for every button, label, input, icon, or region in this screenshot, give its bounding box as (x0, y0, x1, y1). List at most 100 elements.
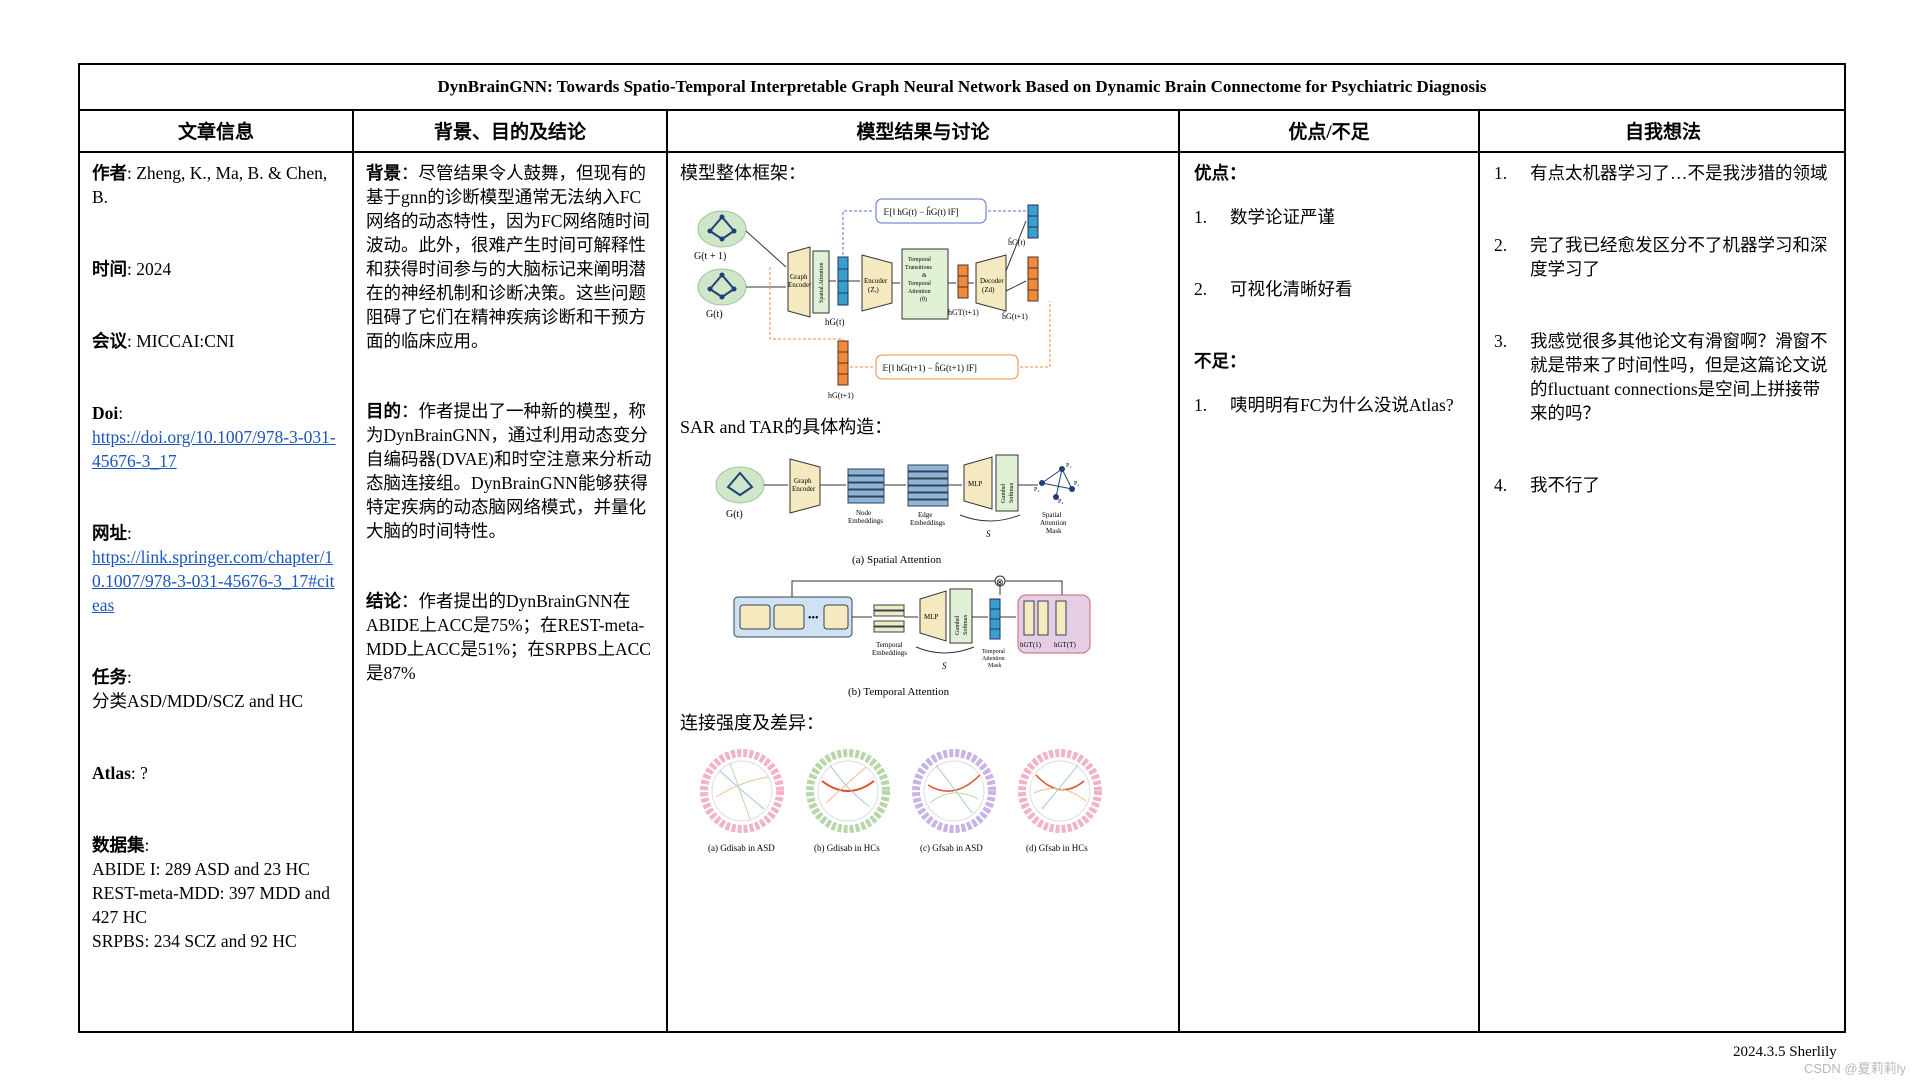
dataset-item: REST-meta-MDD: 397 MDD and 427 HC (92, 883, 331, 927)
list-text: 有点太机器学习了…不是我涉猎的领域 (1530, 163, 1828, 183)
g-t-label: G(t) (706, 309, 723, 320)
temp-emb-label: Temporal (876, 641, 903, 649)
graph-encoder-label: Encoder (792, 485, 816, 493)
s-label: S (986, 529, 991, 539)
circle-caption: (a) Gdisab in ASD (708, 843, 775, 853)
header-background: 背景、目的及结论 (433, 121, 586, 143)
mask-label: Mask (1046, 527, 1062, 535)
p-label: P₂ (1074, 481, 1079, 487)
output-bar (1037, 600, 1049, 636)
graph-encoder-block (787, 246, 811, 318)
temp-emb-label: Embeddings (872, 649, 907, 657)
task-colon: : (127, 667, 132, 687)
output-bar (1055, 600, 1067, 636)
atlas-label: Atlas (92, 763, 131, 783)
cons-title: 不足： (1194, 351, 1247, 371)
header-pros-cons: 优点/不足 (1288, 121, 1370, 143)
list-item: 1.咦明明有FC为什么没说Atlas? (1194, 393, 1464, 417)
s-brace (959, 514, 1021, 522)
doi-label: Doi (92, 403, 119, 423)
graph-encoder-label: Encoder (788, 281, 812, 289)
pros-cons-cell: 优点： 1.数学论证严谨 2.可视化清晰好看 不足： 1.咦明明有FC为什么没说… (1180, 153, 1478, 1031)
g-t-plus-1-label: G(t + 1) (694, 251, 726, 262)
circle-caption: (c) Gfsab in ASD (920, 843, 983, 853)
list-item: 2.完了我已经愈发区分不了机器学习和深度学习了 (1494, 233, 1832, 281)
spatial-attention-block (812, 250, 830, 314)
list-item: 1.有点太机器学习了…不是我涉猎的领域 (1494, 161, 1832, 185)
temporal-attention-diagram: ⊗ ••• Temporal Embeddings MLP Gumbel Sof… (733, 575, 1091, 698)
list-text: 数学论证严谨 (1230, 207, 1335, 227)
brain-graph-icon (715, 466, 765, 504)
background-label: 背景 (366, 163, 401, 183)
spatial-attention-caption: (a) Spatial Attention (852, 554, 942, 566)
decoder-label: (Zd) (982, 286, 995, 294)
temporal-block-label: Temporal (908, 257, 931, 263)
springer-link[interactable]: https://link.springer.com/chapter/10.100… (92, 547, 335, 615)
circle-caption: (b) Gdisab in HCs (814, 843, 880, 853)
list-number: 2. (1194, 279, 1208, 299)
gumbel-softmax-block (949, 588, 973, 644)
article-info-cell: 作者: Zheng, K., Ma, B. & Chen, B. 时间: 202… (80, 153, 352, 1031)
gumbel-label: Softmax (962, 615, 969, 635)
node-emb-label: Node (856, 509, 871, 517)
graph-frame (773, 604, 805, 630)
mlp-label: MLP (968, 480, 983, 488)
framework-diagram: G(t + 1) G(t) Graph Encoder Spatial Atte… (694, 198, 1051, 400)
header-row: 文章信息 背景、目的及结论 模型结果与讨论 优点/不足 自我想法 (80, 109, 1844, 153)
dataset-label: 数据集 (92, 835, 145, 855)
conference-label: 会议 (92, 331, 127, 351)
loss-bottom-label: 𝔼[‖ hG(t+1) − ĥG(t+1) ‖F] (882, 363, 977, 373)
list-text: 我感觉很多其他论文有滑窗啊？滑窗不就是带来了时间性吗，但是这篇论文说的fluct… (1530, 331, 1828, 423)
list-item: 3.我感觉很多其他论文有滑窗啊？滑窗不就是带来了时间性吗，但是这篇论文说的flu… (1494, 329, 1832, 425)
output-bar (1023, 600, 1035, 636)
flow-arrows (745, 220, 1027, 292)
background-text: ：尽管结果令人鼓舞，但现有的基于gnn的诊断模型通常无法纳入FC网络的动态特性，… (366, 163, 650, 351)
temporal-mask-label: Mask (988, 663, 1001, 669)
conference-value: : MICCAI:CNI (127, 331, 235, 351)
decoder-block (975, 254, 1007, 312)
hhat-g-t-label: ĥG(t) (1008, 237, 1026, 247)
embedding-bar-orange (957, 264, 969, 299)
output-bar-blue (1027, 204, 1039, 239)
mlp-label: MLP (924, 613, 939, 621)
mlp-block (919, 590, 947, 642)
graph-encoder-label: Graph (790, 273, 808, 281)
list-number: 1. (1194, 395, 1208, 415)
encoder-label: (Zₑ) (868, 286, 879, 294)
column-divider (666, 109, 668, 1031)
h-gt-1-label: hGT(1) (1020, 641, 1042, 649)
h-g-t1-bar (837, 340, 849, 386)
temporal-mask-label: Temporal (982, 649, 1005, 655)
list-number: 4. (1494, 475, 1508, 495)
temporal-attention-mask-bar (989, 598, 1001, 640)
dataset-item: ABIDE I: 289 ASD and 23 HC (92, 859, 310, 879)
background-paragraph: 背景：尽管结果令人鼓舞，但现有的基于gnn的诊断模型通常无法纳入FC网络的动态特… (366, 161, 654, 353)
task-block: 任务:分类ASD/MDD/SCZ and HC (92, 665, 340, 713)
temporal-mask-label: Attention (982, 656, 1005, 662)
node-embeddings-stack (847, 468, 885, 504)
h-g-t1-label: hG(t+1) (828, 391, 854, 400)
brain-graph-icon (697, 210, 747, 248)
thoughts-cell: 1.有点太机器学习了…不是我涉猎的领域 2.完了我已经愈发区分不了机器学习和深度… (1480, 153, 1846, 1031)
doi-link[interactable]: https://doi.org/10.1007/978-3-031-45676-… (92, 427, 336, 471)
list-text: 完了我已经愈发区分不了机器学习和深度学习了 (1530, 235, 1828, 279)
conference-block: 会议: MICCAI:CNI (92, 329, 340, 353)
chord-diagram (700, 749, 784, 833)
p-label: P₁ (1066, 463, 1071, 469)
list-text: 可视化清晰好看 (1230, 279, 1353, 299)
graph-encoder-block (789, 458, 821, 514)
output-bar-orange (1027, 256, 1039, 302)
temporal-block-label: Transitions (905, 265, 932, 271)
url-block: 网址:https://link.springer.com/chapter/10.… (92, 521, 340, 617)
column-divider (352, 109, 354, 1031)
edge-embeddings-stack (907, 464, 949, 507)
dataset-colon: : (144, 835, 150, 855)
time-label: 时间 (92, 259, 127, 279)
connection-strength-title: 连接强度及差异： (680, 713, 824, 733)
url-label: 网址 (92, 523, 127, 543)
h-g-t-label: hG(t) (825, 317, 845, 327)
loss-top-label: 𝔼[‖ hG(t) − ĥG(t) ‖F] (883, 207, 959, 217)
time-block: 时间: 2024 (92, 257, 340, 281)
temporal-transition-block (901, 248, 949, 320)
sar-tar-title: SAR and TAR的具体构造： (680, 417, 893, 437)
